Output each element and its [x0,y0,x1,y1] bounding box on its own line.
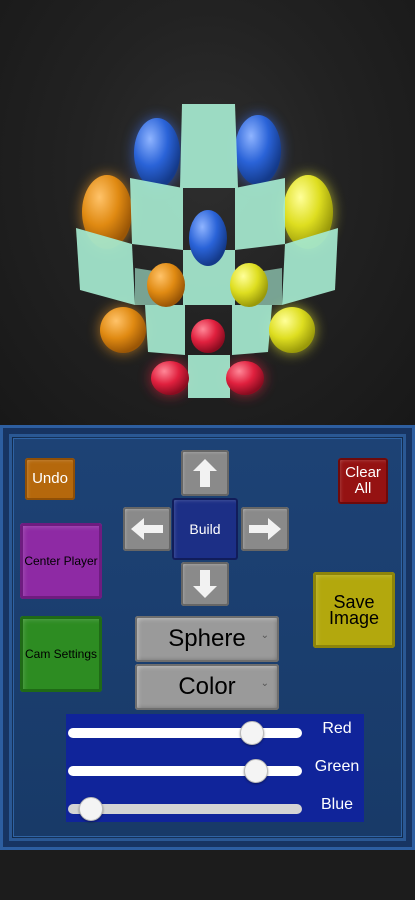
sphere-yellow [283,175,333,249]
red-slider-track[interactable] [68,721,302,745]
color-dropdown[interactable]: Color ⌄ [135,664,279,710]
blue-slider-track[interactable] [68,797,302,821]
color-dropdown-value: Color [178,673,236,700]
sphere-yellow [269,307,315,353]
sphere-red [151,361,189,395]
sphere-blue [189,210,227,266]
chevron-down-icon: ⌄ [260,630,269,641]
cam-settings-button[interactable]: Cam Settings [20,616,102,692]
sphere-yellow [230,263,268,307]
3d-viewport[interactable] [0,0,415,425]
scene-render [76,104,338,398]
move-right-button[interactable] [241,507,289,551]
sphere-orange [100,307,146,353]
color-sliders: Red Green Blue [66,714,364,822]
center-player-button[interactable]: Center Player [20,523,102,599]
clear-all-button[interactable]: Clear All [338,458,388,504]
sphere-orange [82,175,132,249]
green-slider-knob[interactable] [244,759,268,783]
arrow-left-icon [131,518,163,540]
undo-button[interactable]: Undo [25,458,75,500]
sphere-red [191,319,225,353]
arrow-down-icon [193,570,217,598]
arrow-up-icon [193,459,217,487]
arrow-right-icon [249,518,281,540]
move-left-button[interactable] [123,507,171,551]
chevron-down-icon: ⌄ [260,678,269,689]
red-slider-row: Red [66,716,364,752]
green-slider-row: Green [66,754,364,790]
shape-dropdown[interactable]: Sphere ⌄ [135,616,279,662]
sphere-blue [235,115,281,185]
sphere-blue [134,118,180,188]
blue-slider-knob[interactable] [79,797,103,821]
sphere-orange [147,263,185,307]
move-down-button[interactable] [181,562,229,606]
shape-dropdown-value: Sphere [168,625,246,652]
green-slider-label: Green [314,758,360,775]
blue-slider-row: Blue [66,792,364,828]
green-slider-track[interactable] [68,759,302,783]
red-slider-label: Red [322,720,352,737]
sphere-red [226,361,264,395]
build-button[interactable]: Build [172,498,238,560]
blue-slider-label: Blue [320,796,354,813]
tile-lattice [76,104,338,398]
move-up-button[interactable] [181,450,229,496]
red-slider-knob[interactable] [240,721,264,745]
bottom-bar [0,850,415,900]
save-image-button[interactable]: Save Image [313,572,395,648]
